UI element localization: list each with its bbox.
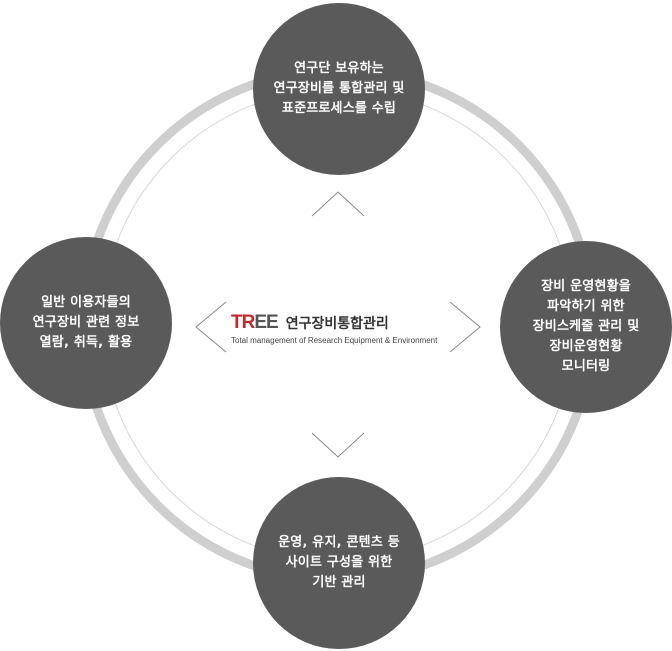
- node-text-line: 기반 관리: [312, 575, 366, 590]
- tree-logo: TR EE 연구장비통합관리 Total management of Resea…: [231, 312, 461, 352]
- node-text-line: 사이트 구성을 위한: [285, 555, 393, 570]
- node-user-access: 일반 이용자들의 연구장비 관련 정보 열람, 취득, 활용: [0, 237, 172, 409]
- logo-title: 연구장비통합관리: [285, 316, 389, 332]
- node-standard-process: 연구단 보유하는 연구장비를 통합관리 및 표준프로세스를 수립: [253, 3, 425, 175]
- node-text-line: 연구단 보유하는: [294, 61, 384, 76]
- node-monitoring: 장비 운영현황을 파악하기 위한 장비스케줄 관리 및 장비운영현황 모니터링: [500, 241, 672, 413]
- node-text-line: 일반 이용자들의: [41, 295, 131, 310]
- logo-mark-red: TR: [231, 312, 255, 333]
- node-text-line: 열람, 취득, 활용: [39, 335, 133, 350]
- node-text-line: 모니터링: [561, 359, 611, 374]
- chevron-right-icon: [449, 301, 481, 353]
- node-text-line: 파악하기 위한: [547, 299, 625, 314]
- node-text-line: 장비 운영현황을: [541, 279, 631, 294]
- node-text-line: 표준프로세스를 수립: [281, 101, 397, 116]
- chevron-down-icon: [311, 432, 365, 458]
- logo-row: TR EE 연구장비통합관리: [231, 312, 461, 334]
- logo-subtitle: Total management of Research Equipment &…: [231, 336, 438, 345]
- node-text-line: 연구장비를 통합관리 및: [273, 81, 405, 96]
- node-site-management: 운영, 유지, 콘텐츠 등 사이트 구성을 위한 기반 관리: [253, 477, 425, 649]
- node-text-line: 운영, 유지, 콘텐츠 등: [278, 535, 400, 550]
- chevron-left-icon: [195, 301, 227, 353]
- logo-mark-gray: EE: [254, 312, 278, 333]
- node-text-line: 연구장비 관련 정보: [32, 315, 140, 330]
- node-text-line: 장비스케줄 관리 및: [532, 319, 640, 334]
- node-text-line: 장비운영현황: [549, 339, 623, 354]
- chevron-up-icon: [311, 191, 365, 217]
